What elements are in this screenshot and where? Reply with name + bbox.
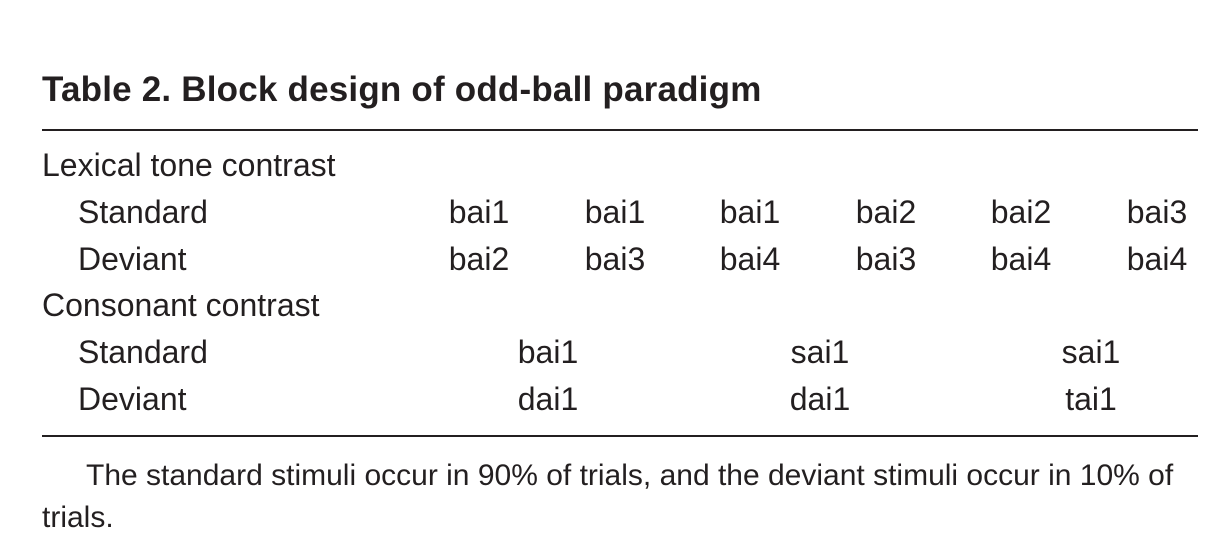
table-cell: tai1 xyxy=(1065,381,1117,417)
table-title: Table 2. Block design of odd-ball paradi… xyxy=(42,70,762,109)
row-label-standard: Standard xyxy=(78,194,208,230)
row-label-deviant: Deviant xyxy=(78,381,187,417)
table-cell: bai1 xyxy=(584,194,646,230)
top-rule xyxy=(42,129,1198,131)
table-cell: bai3 xyxy=(1126,194,1188,230)
table-cell: bai1 xyxy=(448,194,510,230)
table-cell: bai1 xyxy=(517,334,579,370)
table-cell: dai1 xyxy=(517,381,579,417)
table-cell: bai1 xyxy=(719,194,781,230)
table-cell: bai2 xyxy=(990,194,1052,230)
table-cell: bai4 xyxy=(719,241,781,277)
table-cell: sai1 xyxy=(790,334,850,370)
row-label-deviant: Deviant xyxy=(78,241,187,277)
section-heading-consonant: Consonant contrast xyxy=(42,287,320,323)
table-cell: bai2 xyxy=(855,194,917,230)
table-cell: sai1 xyxy=(1061,334,1121,370)
section-heading-lexical-tone: Lexical tone contrast xyxy=(42,147,336,183)
table-footnote: The standard stimuli occur in 90% of tri… xyxy=(42,459,1174,534)
table-cell: bai4 xyxy=(1126,241,1188,277)
bottom-rule xyxy=(42,435,1198,437)
table-cell: bai3 xyxy=(584,241,646,277)
table-cell: bai4 xyxy=(990,241,1052,277)
row-label-standard: Standard xyxy=(78,334,208,370)
table-cell: bai2 xyxy=(448,241,510,277)
table-cell: bai3 xyxy=(855,241,917,277)
table-cell: dai1 xyxy=(789,381,851,417)
